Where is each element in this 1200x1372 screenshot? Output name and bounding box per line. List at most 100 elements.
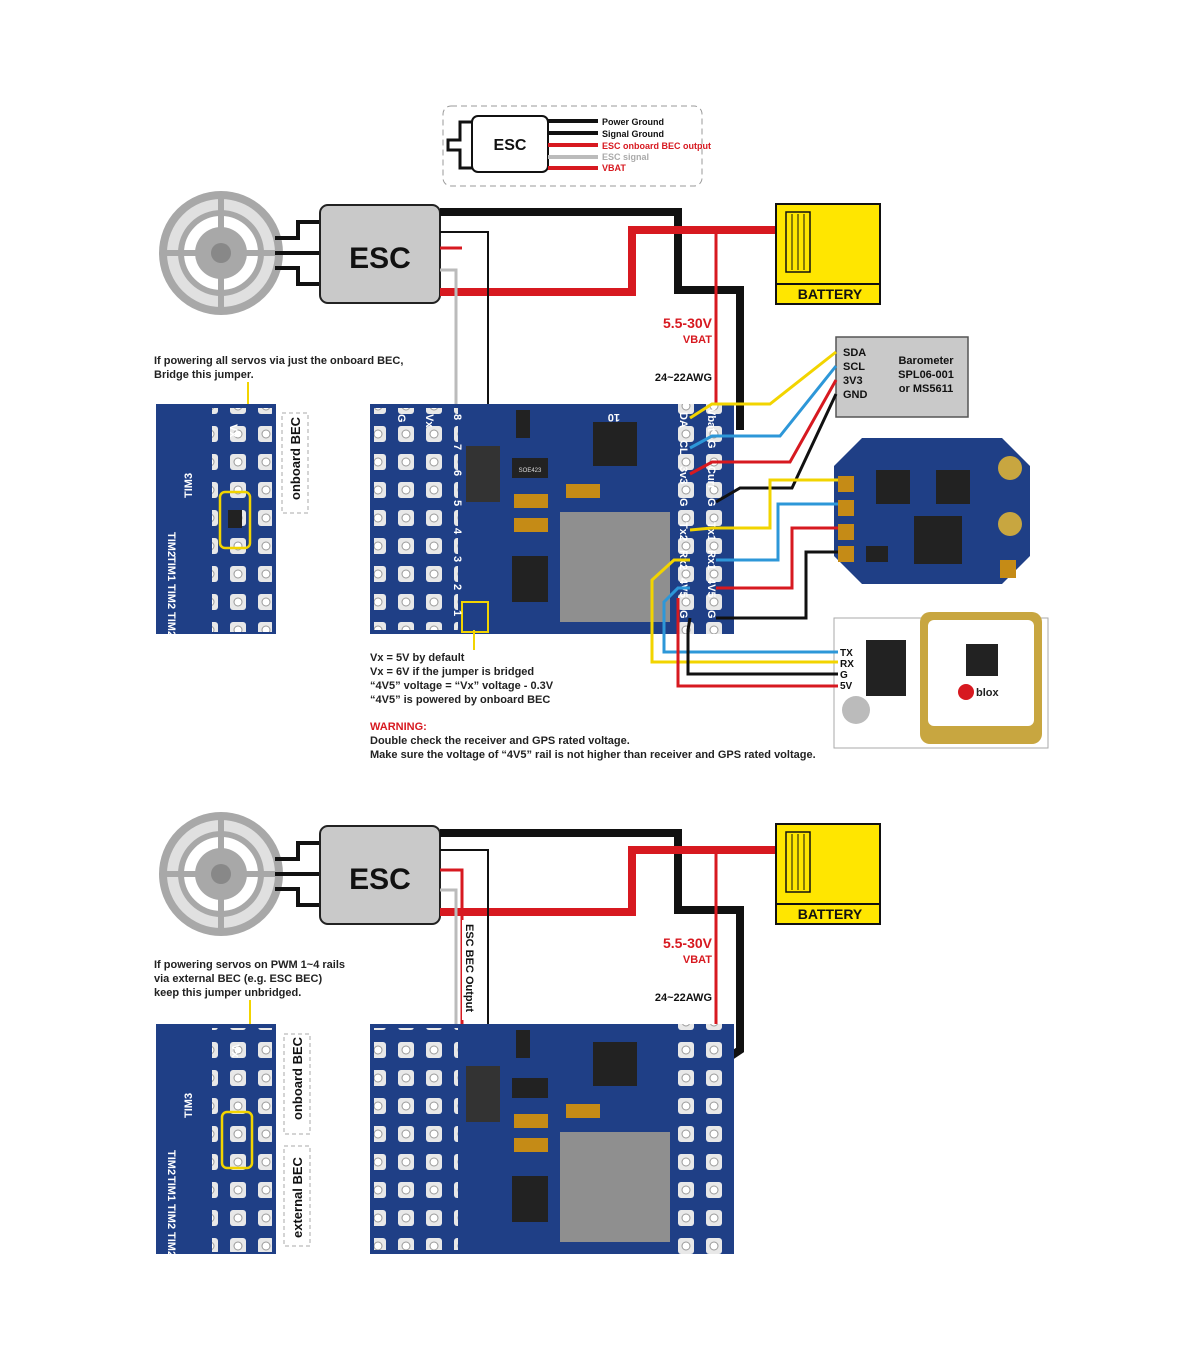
- svg-text:6: 6: [451, 470, 463, 476]
- svg-text:Double check the receiver and: Double check the receiver and GPS rated …: [370, 735, 630, 747]
- svg-text:Rx1: Rx1: [705, 550, 717, 570]
- vbat-wire-top: [440, 226, 776, 296]
- svg-text:G: G: [677, 498, 689, 507]
- ground-wire-top: [440, 208, 744, 430]
- baro-pin-gnd: GND: [843, 389, 868, 401]
- svg-text:Vx = 5V by default: Vx = 5V by default: [370, 652, 465, 664]
- legend-item-esc-signal: ESC signal: [602, 152, 649, 162]
- gps-module: blox TX RX G 5V: [833, 612, 1049, 749]
- strip-bottom-onboard-bec: onboard BEC: [290, 1036, 305, 1120]
- svg-text:Vx: Vx: [227, 424, 239, 438]
- esc-bec-output-label: ESC BEC Output: [463, 924, 475, 1012]
- battery-bottom: BATTERY: [775, 823, 881, 925]
- servo-strip-top: onboard BEC Vx TIM3 TIM2 TIM1 TIM2 TIM2: [156, 404, 309, 637]
- svg-text:3: 3: [451, 556, 463, 562]
- legend-item-power-ground: Power Ground: [602, 117, 664, 127]
- awg-bottom-label: 24~22AWG: [655, 992, 712, 1004]
- svg-text:4: 4: [451, 528, 463, 535]
- svg-text:Vbat: Vbat: [705, 408, 717, 432]
- motor-top: [159, 191, 283, 315]
- servo-strip-bottom: onboard BEC external BEC Vx TIM3 TIM2 TI…: [156, 1024, 311, 1257]
- gps-pin-rx: RX: [840, 659, 854, 670]
- svg-text:TIM2: TIM2: [165, 612, 177, 637]
- receiver-module: [834, 438, 1030, 584]
- battery-top-label: BATTERY: [798, 286, 863, 302]
- servo-note-top-line2: Bridge this jumper.: [154, 369, 254, 381]
- baro-pin-sda: SDA: [843, 347, 866, 359]
- svg-text:3v3: 3v3: [677, 466, 689, 484]
- barometer: SDA SCL 3V3 GND Barometer SPL06-001 or M…: [835, 336, 969, 418]
- svg-text:Tx2: Tx2: [677, 522, 689, 541]
- svg-text:TIM2: TIM2: [165, 1204, 177, 1229]
- svg-text:G: G: [705, 498, 717, 507]
- svg-text:TIM1: TIM1: [165, 556, 177, 581]
- flight-controller-bottom: [370, 1024, 734, 1254]
- svg-text:Vx: Vx: [423, 414, 435, 428]
- svg-text:10: 10: [608, 411, 620, 423]
- svg-text:Make sure the voltage of “4V5”: Make sure the voltage of “4V5” rail is n…: [370, 749, 816, 761]
- jumper-top-highlight: [218, 490, 252, 550]
- svg-text:7: 7: [451, 444, 463, 450]
- svg-text:5: 5: [451, 500, 463, 506]
- svg-text:blox: blox: [976, 687, 999, 699]
- awg-top-label: 24~22AWG: [655, 372, 712, 384]
- svg-text:Barometer: Barometer: [898, 355, 954, 367]
- jumper-bottom-highlight: [220, 1110, 254, 1170]
- svg-text:Curr: Curr: [705, 466, 717, 490]
- baro-pin-3v3: 3V3: [843, 375, 863, 387]
- baro-pin-scl: SCL: [843, 361, 865, 373]
- vbat-top-label: VBAT: [683, 334, 712, 346]
- svg-text:4V5: 4V5: [705, 578, 717, 598]
- svg-text:“4V5” is powered by onboard BE: “4V5” is powered by onboard BEC: [370, 694, 550, 706]
- svg-text:TIM3: TIM3: [183, 473, 195, 498]
- svg-text:via external BEC (e.g. ESC BEC: via external BEC (e.g. ESC BEC): [154, 973, 322, 985]
- voltage-top-label: 5.5-30V: [663, 315, 713, 331]
- svg-text:TIM2: TIM2: [165, 1232, 177, 1257]
- svg-text:“4V5” voltage = “Vx” voltage -: “4V5” voltage = “Vx” voltage - 0.3V: [370, 680, 554, 692]
- esc-bottom: ESC: [319, 825, 441, 925]
- vbat-bottom-label: VBAT: [683, 954, 712, 966]
- svg-text:Vx: Vx: [229, 1044, 241, 1058]
- battery-top: BATTERY: [775, 203, 881, 305]
- gps-pin-tx: TX: [840, 648, 853, 659]
- svg-text:TIM2: TIM2: [165, 584, 177, 609]
- esc-bottom-label: ESC: [349, 863, 411, 896]
- svg-text:or MS5611: or MS5611: [899, 383, 953, 395]
- servo-note-top-line1: If powering all servos via just the onbo…: [154, 355, 403, 367]
- svg-text:SPL06-001: SPL06-001: [898, 369, 954, 381]
- svg-text:SOE423: SOE423: [519, 468, 542, 474]
- svg-text:CL: CL: [677, 440, 689, 455]
- svg-text:TIM2: TIM2: [165, 1150, 177, 1175]
- svg-text:Tx1: Tx1: [705, 522, 717, 541]
- svg-text:If powering servos on PWM 1~4: If powering servos on PWM 1~4 rails: [154, 959, 345, 971]
- motor-bottom: [159, 812, 283, 936]
- svg-text:G: G: [705, 440, 717, 449]
- vbat-wire-bottom: [440, 846, 776, 916]
- legend-item-vbat: VBAT: [602, 163, 626, 173]
- voltage-bottom-label: 5.5-30V: [663, 935, 713, 951]
- gps-pin-g: G: [840, 670, 848, 681]
- svg-text:DA: DA: [677, 412, 689, 428]
- svg-text:Vx = 6V if the jumper is bridg: Vx = 6V if the jumper is bridged: [370, 666, 534, 678]
- warning-title: WARNING:: [370, 721, 427, 733]
- strip-bottom-external-bec: external BEC: [290, 1156, 305, 1238]
- svg-text:2: 2: [451, 584, 463, 590]
- battery-bottom-label: BATTERY: [798, 906, 863, 922]
- gps-pin-5v: 5V: [840, 681, 853, 692]
- svg-text:TIM1: TIM1: [165, 1176, 177, 1201]
- strip-top-onboard-bec: onboard BEC: [288, 416, 303, 500]
- legend-esc-label: ESC: [494, 137, 527, 154]
- ground-wire-bottom: [440, 829, 744, 1066]
- svg-text:G: G: [677, 610, 689, 619]
- svg-text:TIM3: TIM3: [183, 1093, 195, 1118]
- esc-top-label: ESC: [349, 242, 411, 275]
- svg-text:8: 8: [451, 414, 463, 420]
- legend-item-bec-output: ESC onboard BEC output: [602, 141, 711, 151]
- flight-controller-top: SOE423 10 G Vx 8 7 6 5 4 3 2 1 DA CL 3v3…: [370, 404, 734, 634]
- svg-text:TIM2: TIM2: [165, 532, 177, 557]
- svg-text:G: G: [395, 414, 407, 423]
- svg-text:1: 1: [451, 610, 463, 616]
- legend-item-signal-ground: Signal Ground: [602, 129, 664, 139]
- esc-top: ESC: [319, 204, 441, 304]
